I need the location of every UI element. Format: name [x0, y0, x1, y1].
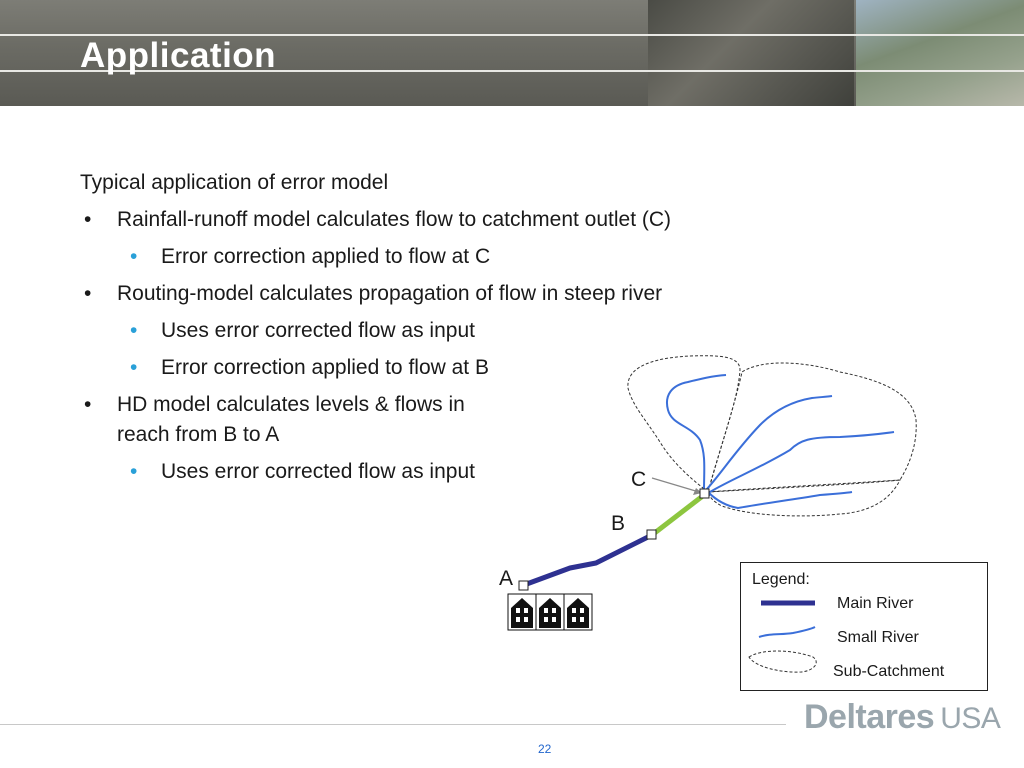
header-photo-bridge — [648, 0, 854, 106]
small-river — [666, 374, 727, 491]
legend-box: Legend: Main River Small River Sub-Catch… — [740, 562, 988, 691]
list-item: Rainfall-runoff model calculates flow to… — [117, 208, 672, 231]
header-rule-top — [0, 34, 1024, 36]
list-item: Error correction applied to flow at B — [161, 356, 489, 379]
sub-bullet-icon: • — [130, 319, 138, 342]
sub-catchment-outline — [707, 362, 917, 493]
legend-title: Legend: — [752, 571, 810, 588]
label-c: C — [631, 468, 646, 491]
header-banner: Application — [0, 0, 1024, 106]
header-photo-aerial — [856, 0, 1024, 106]
logo-text: Deltares — [804, 698, 935, 736]
label-a: A — [499, 567, 513, 590]
label-b: B — [611, 512, 625, 535]
station-b-marker — [646, 529, 657, 540]
small-river-network — [666, 374, 895, 510]
legend-main-river: Main River — [837, 595, 914, 612]
houses-icon — [507, 593, 593, 631]
bullet-icon: • — [84, 282, 92, 305]
list-item: Routing-model calculates propagation of … — [117, 282, 663, 305]
main-river — [523, 532, 654, 588]
legend-sub-catchment: Sub-Catchment — [833, 663, 945, 680]
sub-bullet-icon: • — [130, 460, 138, 483]
sub-bullet-icon: • — [130, 356, 138, 379]
sub-bullet-icon: • — [130, 245, 138, 268]
page-number: 22 — [538, 742, 552, 756]
intro-text: Typical application of error model — [80, 171, 389, 194]
list-item: Uses error corrected flow as input — [161, 319, 475, 342]
small-river-symbol — [758, 626, 816, 638]
list-item: Error correction applied to flow at C — [161, 245, 491, 268]
list-item-continuation: reach from B to A — [117, 423, 280, 446]
header-rule-bottom — [0, 70, 1024, 72]
list-item: Uses error corrected flow as input — [161, 460, 475, 483]
legend-symbols — [748, 600, 817, 673]
footer-rule — [0, 724, 786, 725]
sub-catchment-symbol — [748, 650, 817, 673]
bullet-icon: • — [84, 208, 92, 231]
logo-suffix: USA — [940, 702, 1001, 735]
page-title: Application — [80, 36, 277, 75]
legend-small-river: Small River — [837, 629, 919, 646]
sub-catchment-outline — [707, 479, 901, 517]
small-river — [705, 395, 833, 491]
bullet-icon: • — [84, 393, 92, 416]
station-a-marker — [518, 580, 529, 591]
small-river — [707, 491, 853, 510]
list-item: HD model calculates levels & flows in — [117, 393, 465, 416]
small-river — [709, 431, 895, 493]
routing-reach — [650, 493, 706, 537]
station-c-marker — [699, 488, 710, 499]
pointer-arrow — [651, 477, 700, 493]
